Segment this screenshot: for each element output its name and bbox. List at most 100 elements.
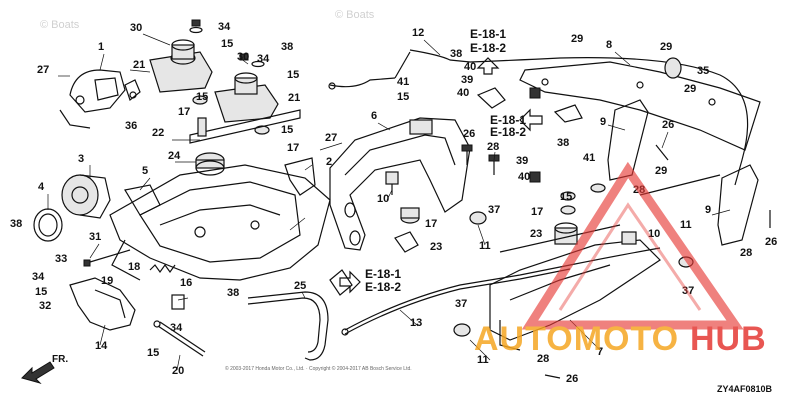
callout-c16[interactable]: 16	[180, 277, 192, 289]
callout-c17b[interactable]: 17	[287, 142, 299, 154]
callout-c29a[interactable]: 29	[571, 33, 583, 45]
callout-c12[interactable]: 12	[412, 27, 424, 39]
callout-c38a[interactable]: 38	[10, 218, 22, 230]
callout-c34d[interactable]: 34	[170, 322, 183, 334]
callout-c20[interactable]: 20	[172, 365, 184, 377]
cable-part-13	[341, 247, 661, 336]
callout-c38e[interactable]: 38	[557, 137, 569, 149]
callout-c19[interactable]: 19	[101, 275, 113, 287]
ref-e18-1-top[interactable]: E-18-1	[470, 27, 506, 41]
callout-c24[interactable]: 24	[168, 150, 181, 162]
callout-c13[interactable]: 13	[410, 317, 422, 329]
callout-c34a[interactable]: 34	[32, 271, 45, 283]
callout-c27b[interactable]: 27	[325, 132, 337, 144]
callout-c15d[interactable]: 15	[221, 38, 233, 50]
callout-c28a[interactable]: 28	[487, 141, 499, 153]
callout-c5[interactable]: 5	[142, 165, 148, 177]
callout-c15g[interactable]: 15	[35, 286, 47, 298]
callout-c4[interactable]: 4	[38, 181, 45, 193]
callout-c41b[interactable]: 41	[583, 152, 595, 164]
callout-c10b[interactable]: 10	[648, 228, 660, 240]
callout-c39b[interactable]: 39	[516, 155, 528, 167]
callout-c18[interactable]: 18	[128, 261, 140, 273]
callout-c37c[interactable]: 37	[682, 285, 694, 297]
callout-c37a[interactable]: 37	[488, 204, 500, 216]
callout-c29d[interactable]: 29	[655, 165, 667, 177]
callout-c15f[interactable]: 15	[560, 191, 572, 203]
callout-c15a[interactable]: 15	[196, 91, 208, 103]
ref-e18-2-mid[interactable]: E-18-2	[490, 125, 526, 139]
callout-c30a[interactable]: 30	[130, 22, 142, 34]
callout-c10a[interactable]: 10	[377, 193, 389, 205]
ref-e18-1-mid[interactable]: E-18-1	[490, 113, 526, 127]
callout-c28c[interactable]: 28	[740, 247, 752, 259]
callout-c15h[interactable]: 15	[147, 347, 159, 359]
callout-c26a[interactable]: 26	[463, 128, 475, 140]
callout-c35[interactable]: 35	[697, 65, 709, 77]
callout-c40b[interactable]: 40	[457, 87, 469, 99]
callout-c2[interactable]: 2	[326, 156, 332, 168]
callout-c21b[interactable]: 21	[288, 92, 300, 104]
leader-line	[289, 217, 306, 231]
tiller-housing	[109, 164, 331, 281]
washer-stack-part-17-right	[560, 183, 606, 215]
callout-c37b[interactable]: 37	[455, 298, 467, 310]
watermark-text: © Boats	[40, 19, 80, 31]
rod-part-11	[499, 174, 721, 253]
leader-line	[176, 354, 181, 371]
plate-part-21-right	[214, 72, 279, 123]
leader-line	[399, 309, 419, 327]
callout-c15c[interactable]: 15	[287, 69, 299, 81]
callout-c15b[interactable]: 15	[281, 124, 293, 136]
callout-c25[interactable]: 25	[294, 280, 306, 292]
callout-c9a[interactable]: 9	[600, 116, 606, 128]
callout-c22[interactable]: 22	[152, 127, 164, 139]
leader-line	[89, 243, 100, 259]
callout-c1[interactable]: 1	[98, 41, 104, 53]
callout-c28d[interactable]: 28	[537, 353, 549, 365]
handle-loop-part-25	[247, 291, 329, 361]
callout-c8[interactable]: 8	[606, 39, 612, 51]
callout-c38b[interactable]: 38	[281, 41, 293, 53]
callout-c21a[interactable]: 21	[133, 59, 145, 71]
callout-c15e[interactable]: 15	[397, 91, 409, 103]
callout-c27a[interactable]: 27	[37, 64, 49, 76]
callout-c26c[interactable]: 26	[765, 236, 777, 248]
callout-c38c[interactable]: 38	[227, 287, 239, 299]
ref-e18-1-bottom[interactable]: E-18-1	[365, 267, 401, 281]
callout-c26d[interactable]: 26	[566, 373, 578, 385]
callout-c38d[interactable]: 38	[450, 48, 462, 60]
callout-c29b[interactable]: 29	[660, 41, 672, 53]
callout-c34b[interactable]: 34	[218, 21, 231, 33]
callout-c7[interactable]: 7	[597, 346, 603, 358]
callout-c26b[interactable]: 26	[662, 119, 674, 131]
callout-c6[interactable]: 6	[371, 110, 377, 122]
callout-c11a[interactable]: 11	[479, 240, 491, 252]
callout-c30b[interactable]: 30	[237, 51, 249, 63]
callout-c34c[interactable]: 34	[257, 53, 270, 65]
callout-c11b[interactable]: 11	[477, 354, 489, 366]
callout-c23a[interactable]: 23	[430, 241, 442, 253]
callout-c31[interactable]: 31	[89, 231, 101, 243]
leader-line	[304, 164, 313, 171]
leader-line	[139, 177, 151, 191]
callout-c14[interactable]: 14	[95, 340, 108, 352]
callout-c11c[interactable]: 11	[680, 219, 692, 231]
ref-e18-2-top[interactable]: E-18-2	[470, 41, 506, 55]
callout-c33[interactable]: 33	[55, 253, 67, 265]
ref-e18-2-bottom[interactable]: E-18-2	[365, 280, 401, 294]
callout-c17c[interactable]: 17	[425, 218, 437, 230]
callout-c17a[interactable]: 17	[178, 106, 190, 118]
bushing-part-37-upper	[469, 211, 487, 225]
callout-c41a[interactable]: 41	[397, 76, 409, 88]
callout-c3[interactable]: 3	[78, 153, 84, 165]
callout-c23b[interactable]: 23	[530, 228, 542, 240]
callout-c17d[interactable]: 17	[531, 206, 543, 218]
callout-c9b[interactable]: 9	[705, 204, 711, 216]
callout-c32[interactable]: 32	[39, 300, 51, 312]
callout-c40a[interactable]: 40	[464, 61, 476, 73]
callout-c39a[interactable]: 39	[461, 74, 473, 86]
callout-c36[interactable]: 36	[125, 120, 137, 132]
callout-c29c[interactable]: 29	[684, 83, 696, 95]
callout-c40c[interactable]: 40	[518, 171, 530, 183]
